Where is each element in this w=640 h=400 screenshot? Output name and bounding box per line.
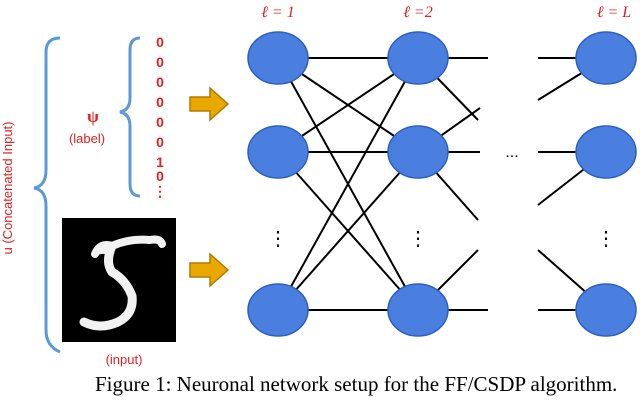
neuron-node [575, 31, 637, 85]
right-arrow-icon [189, 86, 230, 122]
neuron-node [387, 283, 449, 337]
label-bit: 0 [156, 114, 164, 130]
label-bit: 0 [156, 74, 164, 90]
layer-1-label: ℓ = 1 [261, 4, 294, 21]
label-bit: 0 [156, 94, 164, 110]
handwritten-digit-image [62, 218, 176, 342]
layer-L-label: ℓ = L [597, 4, 631, 21]
label-brace [119, 36, 141, 198]
label-bit: 0 [156, 54, 164, 70]
layer-L [575, 31, 637, 337]
neuron-node [387, 31, 449, 85]
horizontal-ellipsis: ... [505, 144, 518, 161]
label-bit: 0 [156, 168, 164, 184]
concatenated-input-text: u (Concatenated Input) [0, 122, 15, 255]
label-bit: ⋮ [153, 183, 167, 199]
neuron-node [387, 125, 449, 179]
neuron-node [247, 283, 309, 337]
vertical-ellipsis: ⋮ [596, 228, 616, 250]
vertical-ellipsis: ⋮ [268, 228, 288, 250]
psi-symbol: ψ [87, 107, 99, 126]
layer-1 [247, 31, 309, 337]
neuron-node [247, 31, 309, 85]
neuron-node [575, 125, 637, 179]
layer-2 [387, 31, 449, 337]
label-bit: 0 [156, 134, 164, 150]
vertical-ellipsis: ⋮ [408, 228, 428, 250]
label-bits: 0 0 0 0 0 0 1 0 ⋮ [153, 34, 167, 199]
neuron-node [247, 125, 309, 179]
figure-caption: Figure 1: Neuronal network setup for the… [95, 372, 618, 396]
layer-2-label: ℓ =2 [403, 4, 432, 21]
connections [277, 57, 607, 311]
neuron-node [575, 283, 637, 337]
concatenated-input-brace [33, 36, 61, 354]
input-text: (input) [106, 352, 143, 367]
label-bit: 0 [156, 34, 164, 50]
label-text: (label) [69, 131, 105, 146]
concatenated-input-label: u (Concatenated Input) [0, 122, 15, 255]
svg-text:u (Concatenated Input): u (Concatenated Input) [0, 122, 15, 255]
label-bit: 1 [156, 154, 164, 170]
right-arrow-icon [189, 252, 230, 288]
